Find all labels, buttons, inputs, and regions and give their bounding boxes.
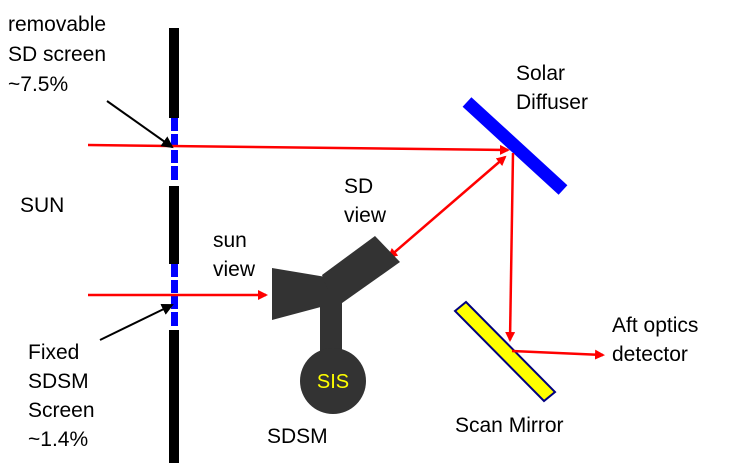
sdsm-instrument: SIS: [272, 236, 400, 414]
sd-view-ray: [387, 155, 507, 259]
screen-bar-top: [169, 28, 179, 118]
sdsm-sphere: [300, 348, 366, 414]
removable-screen-label: removable SD screen ~7.5%: [8, 13, 112, 96]
scan-mirror-to-detector-ray: [511, 349, 605, 360]
screen-bar: [169, 28, 179, 463]
removable-screen-pointer: [106, 100, 174, 149]
sun-view-label: sun view: [213, 229, 256, 281]
aft-optics-label: Aft optics detector: [612, 314, 704, 366]
screen-bar-bottom: [169, 330, 179, 463]
sd-view-label: SD view: [344, 175, 387, 227]
screen-bar-middle: [169, 186, 179, 264]
fixed-screen-pointer: [99, 303, 174, 341]
solar-diffuser-plate: [462, 97, 568, 195]
scan-mirror-label: Scan Mirror: [455, 414, 564, 437]
solar-diffuser-label: Solar Diffuser: [516, 62, 588, 114]
sdsm-stem: [320, 290, 342, 362]
fixed-screen-label: Fixed SDSM Screen ~1.4%: [28, 341, 100, 451]
sis-label: SIS: [317, 371, 349, 393]
sun-view-horn: [272, 268, 332, 320]
sun-label: SUN: [20, 194, 64, 217]
sdsm-label: SDSM: [267, 425, 328, 448]
scan-mirror-plate: [453, 300, 557, 403]
sun-ray-top: [87, 143, 510, 155]
diffuser-to-scan-mirror-ray: [505, 152, 516, 342]
